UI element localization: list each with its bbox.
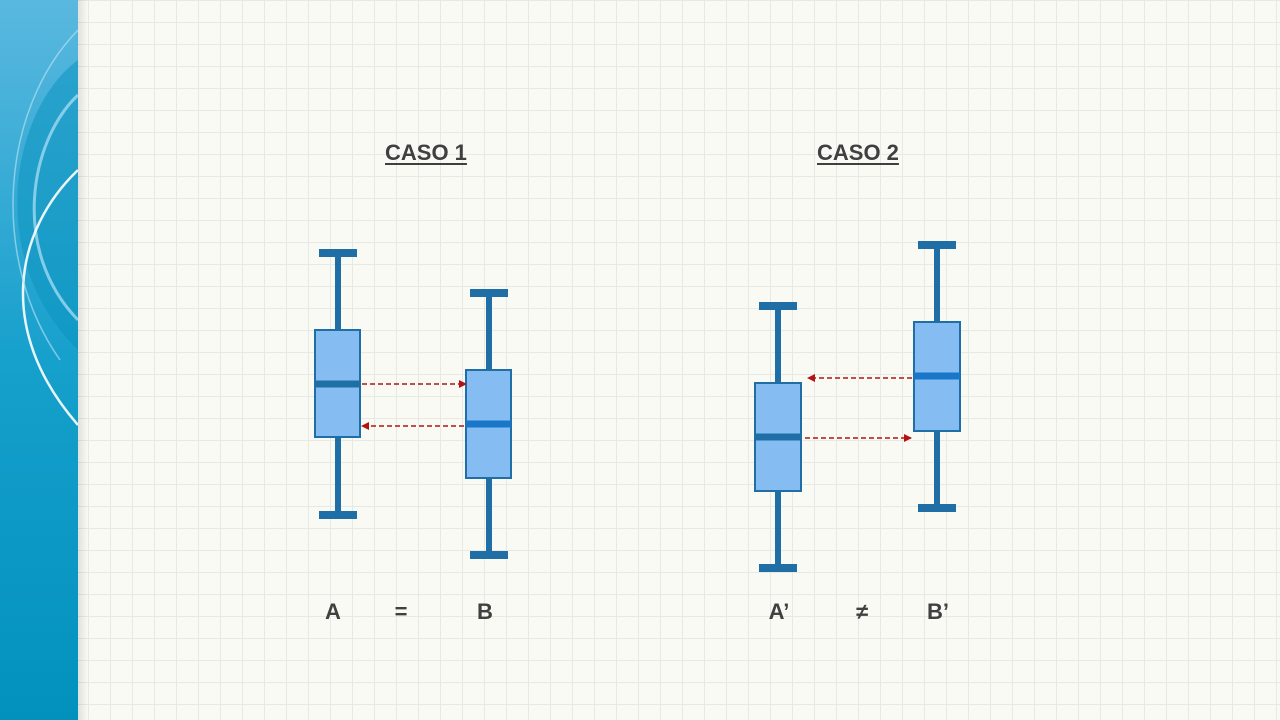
label-b: B	[477, 599, 493, 624]
cap-lower-b-prime	[918, 504, 956, 512]
cap-upper-b-prime	[918, 241, 956, 249]
cap-upper-b	[470, 289, 508, 297]
label-a: A	[325, 599, 341, 624]
left-decorative-banner	[0, 0, 78, 720]
cap-lower-b	[470, 551, 508, 559]
boxplot-b	[465, 289, 512, 559]
cap-lower-a-prime	[759, 564, 797, 572]
cap-upper-a-prime	[759, 302, 797, 310]
not-equal-sign: ≠	[855, 599, 869, 624]
caso-2-title: CASO 2	[817, 140, 899, 165]
caso-1-title: CASO 1	[385, 140, 467, 165]
equals-sign: =	[394, 599, 408, 624]
label-b-prime: B’	[927, 599, 949, 624]
boxplot-a-prime	[754, 302, 802, 572]
label-a-prime: A’	[768, 599, 790, 624]
banner-shadow	[78, 0, 88, 720]
boxplot-a	[314, 249, 361, 519]
cap-lower-a	[319, 511, 357, 519]
cap-upper-a	[319, 249, 357, 257]
boxplot-b-prime	[913, 241, 961, 512]
